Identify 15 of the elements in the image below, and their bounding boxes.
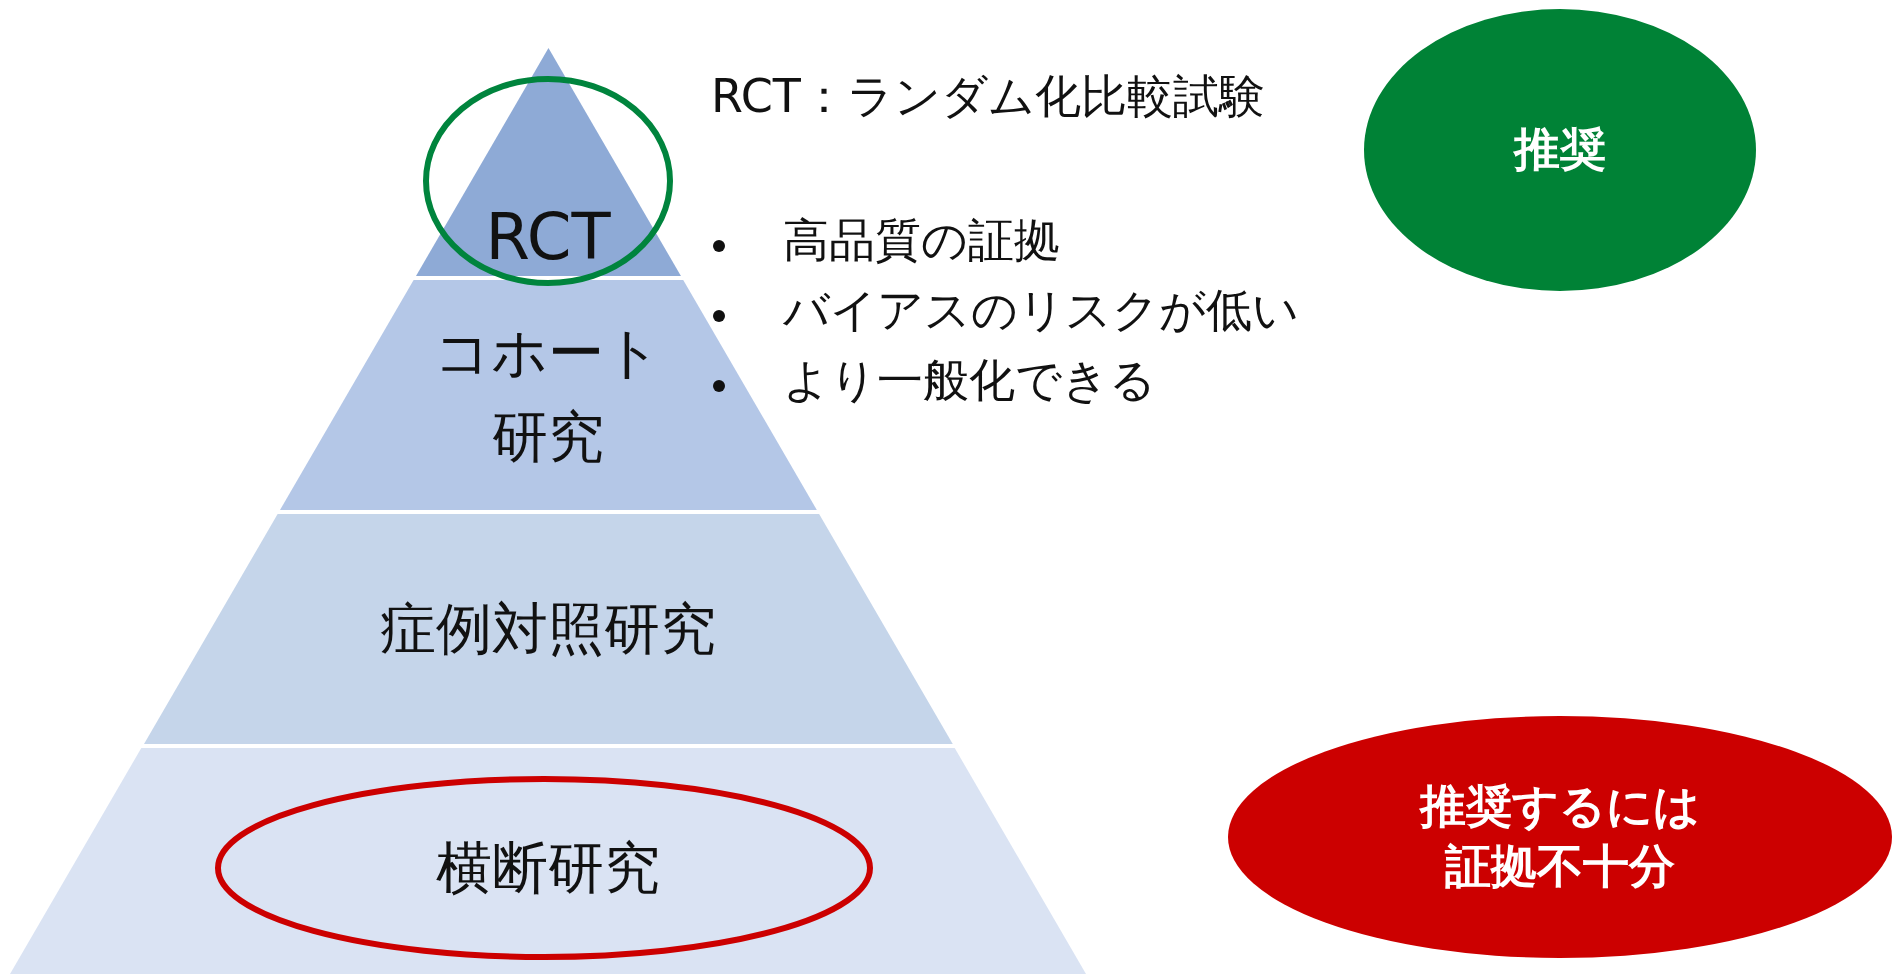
ellipse-label: 推奨するには証拠不十分 <box>1418 778 1701 895</box>
layer-label: RCT <box>484 199 612 277</box>
layer-label: 症例対照研究 <box>379 595 717 663</box>
bullet-text: より一般化できる <box>783 352 1156 409</box>
filled-ellipse <box>1364 9 1756 291</box>
layer-label: コホート研究 <box>433 319 663 471</box>
pyramid-layer <box>143 514 953 744</box>
pyramid-layer <box>10 748 1086 974</box>
ellipse-label: 推奨 <box>1512 121 1607 179</box>
layer-label: 横断研究 <box>435 833 661 902</box>
pyramid-layer <box>415 48 681 276</box>
definition-text: RCT：ランダム化比較試験 <box>711 68 1265 125</box>
filled-ellipse <box>1228 716 1892 958</box>
bullet-text: 高品質の証拠 <box>783 212 1060 269</box>
bullet-text: バイアスのリスクが低い <box>783 282 1299 339</box>
